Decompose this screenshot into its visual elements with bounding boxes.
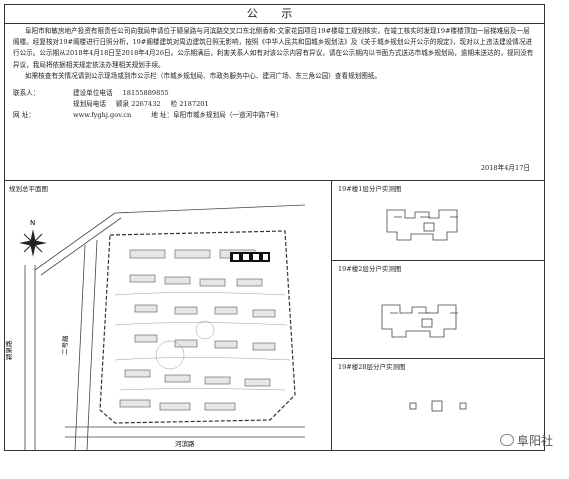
compass-icon: N [19,219,47,257]
floor-plan-drawing-2 [381,304,458,338]
notice-title: 公 示 [5,5,544,24]
website-link[interactable]: www.fyghj.gov.cn [73,111,132,120]
building-19-marker [230,252,270,262]
contact-row: 规划局电话 颍泉 2267432 检 2187201 [73,100,209,109]
floor-plan-drawing-1 [386,209,458,241]
svg-text:N: N [30,219,35,227]
site-plan-panel: 规划总平面图 N [4,181,332,451]
site-plan-drawing: N [4,204,306,451]
floor-plan-drawing-3 [409,400,467,412]
chat-bubble-icon [500,434,514,446]
svg-text:颍泉路: 颍泉路 [5,340,13,360]
notice-paragraph-1: 阜阳市和敏房地产投资有限责任公司向我局申请位于颍泉路与河滨路交叉口东北侧香和·文… [13,27,534,69]
contact-block: 联系人： 建设单位电话 18155889855 规划局电话 颍泉 2267432… [13,88,536,121]
notice-sheet: 公 示 阜阳市和敏房地产投资有限责任公司向我局申请位于颍泉路与河滨路交叉口东北侧… [4,4,545,451]
floor-plan-panels: 19#楼1层分户实测图 19#楼2层分户实测图 19#楼28层分户实测图 [332,181,544,450]
contact-row: 联系人： 建设单位电话 18155889855 [13,89,169,98]
svg-text:河滨路: 河滨路 [175,439,195,448]
site-plan-title: 规划总平面图 [9,185,48,193]
floor-plan-panel-2: 19#楼2层分户实测图 [332,261,544,359]
notice-body: 阜阳市和敏房地产投资有限责任公司向我局申请位于颍泉路与河滨路交叉口东北侧香和·文… [5,23,544,181]
contact-row: 网 址： www.fyghj.gov.cn 地 址：阜阳市城乡规划局（一道河中路… [13,111,283,120]
svg-text:二号路: 二号路 [60,335,70,355]
floor-plan-panel-3: 19#楼28层分户实测图 [332,359,544,450]
floor-plan-panel-1: 19#楼1层分户实测图 [332,181,544,261]
notice-paragraph-2: 如需核查有关情况请到公示现场或到市公示栏（市城乡规划局、市政务服务中心、建河广场… [25,71,382,80]
watermark: 阜阳社 [500,430,569,450]
notice-date: 2018年4月17日 [480,163,530,172]
